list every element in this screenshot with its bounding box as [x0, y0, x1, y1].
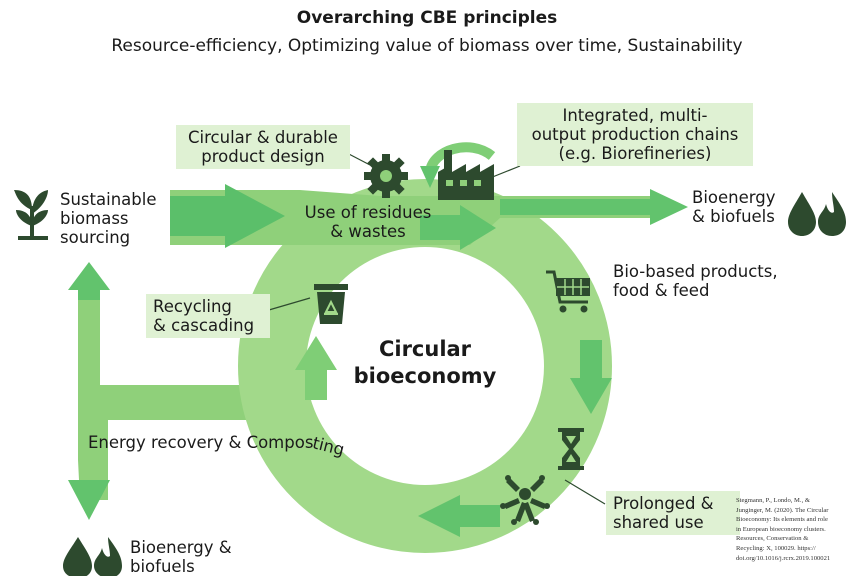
diagram-title: Overarching CBE principles: [296, 8, 558, 28]
prolonged-line1: Prolonged &: [613, 494, 714, 513]
recycling-line2: & cascading: [153, 316, 255, 335]
bioenergy-bottom-line1: Bioenergy &: [130, 538, 232, 557]
connector-recycling: [261, 297, 311, 313]
diagram-subtitle: Resource-efficiency, Optimizing value of…: [111, 36, 743, 56]
hourglass-icon: [558, 428, 584, 470]
factory-icon: [438, 150, 494, 200]
citation: Stegmann, P., Londo, M., & Junginger, M.…: [736, 496, 854, 563]
biobased-line1: Bio-based products,: [613, 262, 778, 281]
biobased-label: Bio-based products, food & feed: [613, 262, 778, 300]
energy-recovery-part1: Energy recovery & Compos: [88, 433, 314, 452]
prolonged-line2: shared use: [613, 513, 704, 532]
design-line2: product design: [201, 147, 325, 166]
center-label: Circular bioeconomy: [345, 336, 505, 390]
people-hands-icon: [500, 475, 550, 525]
design-line1: Circular & durable: [188, 128, 338, 147]
citation-line4: in European bioeconomy clusters.: [736, 525, 826, 533]
production-label: Integrated, multi- output production cha…: [517, 103, 753, 166]
flame-icon: [94, 537, 122, 576]
residues-line2: & wastes: [330, 222, 406, 241]
center-label-line1: Circular: [378, 337, 472, 361]
citation-line6: Recycling: X, 100029. https://: [736, 544, 816, 552]
band-arrow: [420, 205, 496, 250]
residues-line1: Use of residues: [304, 203, 432, 222]
left-loop-band: [78, 290, 300, 500]
recycling-line1: Recycling: [153, 297, 232, 316]
gear-icon: [364, 154, 408, 198]
left-up-arrow: [68, 262, 110, 300]
shopping-cart-icon: [546, 270, 590, 313]
production-line1: Integrated, multi-: [562, 106, 708, 125]
citation-line2: Junginger, M. (2020). The Circular: [736, 506, 829, 514]
bioenergy-top-line1: Bioenergy: [692, 188, 776, 207]
recycle-bin-icon: [314, 284, 348, 324]
connector-production: [489, 165, 521, 179]
energy-recovery-label: Energy recovery & Composting: [88, 433, 347, 459]
citation-line1: Stegmann, P., Londo, M., &: [736, 497, 810, 504]
bioenergy-bottom-label: Bioenergy & biofuels: [130, 538, 232, 576]
recycling-label: Recycling & cascading: [146, 294, 270, 338]
sourcing-line3: sourcing: [60, 228, 131, 247]
sprout-icon: [14, 190, 48, 240]
biobased-line2: food & feed: [613, 281, 710, 300]
center-label-line2: bioeconomy: [353, 364, 497, 388]
sourcing-line2: biomass: [60, 209, 129, 228]
cycle-arrow-icon: [425, 142, 496, 174]
residues-label: Use of residues & wastes: [283, 203, 453, 241]
sourcing-label: Sustainable biomass sourcing: [60, 190, 156, 247]
citation-line5: Resources, Conservation &: [736, 535, 809, 543]
ring-left-arrow: [418, 495, 500, 537]
water-drop-icon: [788, 192, 816, 236]
citation-line7: doi.org/10.1016/j.rcrx.2019.100021: [736, 554, 831, 562]
residues-arrow: [170, 184, 285, 248]
bioenergy-top-arrow: [500, 189, 688, 225]
bioenergy-top-label: Bioenergy & biofuels: [692, 188, 776, 226]
production-line3: (e.g. Biorefineries): [558, 144, 712, 163]
prolonged-label: Prolonged & shared use: [606, 491, 740, 535]
water-drop-icon: [63, 537, 92, 576]
ring-down-arrow: [570, 340, 612, 414]
design-label: Circular & durable product design: [176, 125, 350, 169]
production-line2: output production chains: [531, 125, 739, 144]
bioenergy-bottom-line2: biofuels: [130, 557, 195, 576]
flame-icon: [818, 192, 846, 236]
connector-prolonged: [564, 479, 606, 505]
bioenergy-top-line2: & biofuels: [692, 207, 775, 226]
citation-line3: Bioeconomy: Its elements and role: [736, 516, 828, 524]
ring-up-arrow: [295, 336, 337, 400]
sourcing-line1: Sustainable: [60, 190, 157, 209]
left-down-arrow: [68, 480, 110, 520]
